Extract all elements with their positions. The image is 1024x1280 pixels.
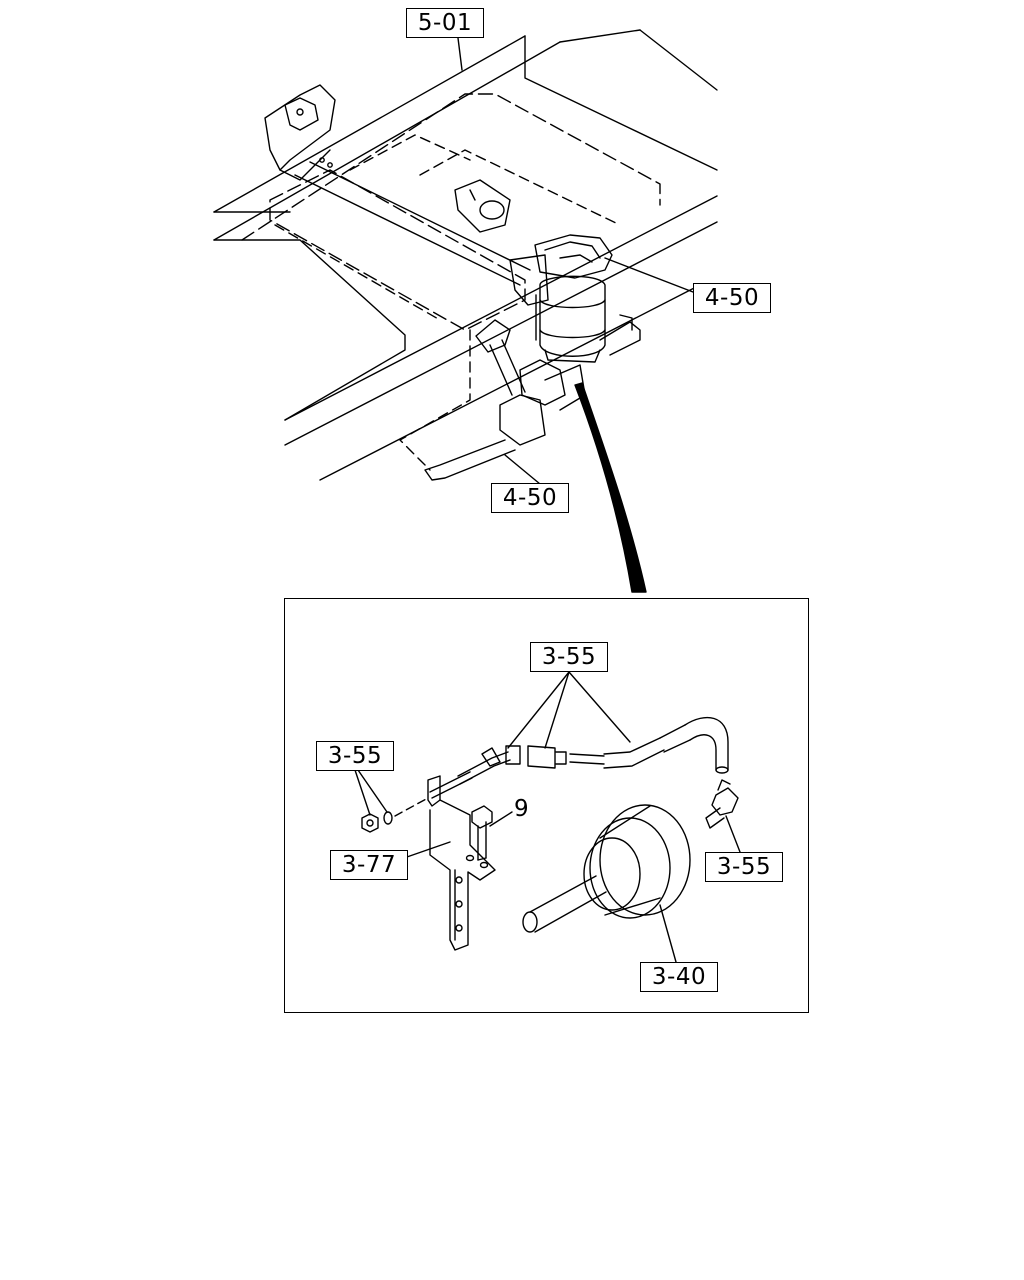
brake-chamber	[522, 804, 691, 933]
elbow-callout-label[interactable]: 3-55	[705, 852, 783, 882]
lower-callout-label[interactable]: 4-50	[491, 483, 569, 513]
connector-stud	[429, 771, 473, 799]
lower-leader-line	[504, 454, 541, 485]
air-spring-assembly	[509, 234, 613, 363]
bracket-callout-label[interactable]: 3-77	[330, 850, 408, 880]
nut-washer-callout-label[interactable]: 3-55	[316, 741, 394, 771]
frame-leader-line	[457, 37, 463, 71]
nut-leader-line	[354, 769, 371, 816]
bolt-leader-line	[489, 811, 513, 827]
air-hose-line	[457, 716, 729, 785]
fitting-leader-line-2	[544, 671, 570, 749]
bolt	[471, 805, 493, 861]
detail-pointer-wedge	[574, 382, 647, 593]
chamber-callout-label[interactable]: 3-40	[640, 962, 718, 992]
detail-view-frame	[284, 598, 809, 1013]
chassis-frame	[213, 29, 718, 481]
washer-leader-line	[357, 769, 388, 813]
frame-callout-label[interactable]: 5-01	[406, 8, 484, 38]
air-spring-callout-label[interactable]: 4-50	[693, 283, 771, 313]
air-spring-leader-line	[604, 257, 694, 293]
fitting-leader-line-1	[507, 671, 570, 749]
rear-hanger-bracket	[264, 84, 336, 181]
axle-housing	[454, 179, 511, 233]
mounting-bracket	[427, 775, 496, 951]
fitting-leader-line-3	[568, 671, 631, 743]
bolt-number-label[interactable]: 9	[514, 796, 529, 822]
elbow-fitting	[705, 779, 739, 829]
elbow-leader-line	[725, 815, 741, 853]
chamber-leader-line	[659, 904, 677, 963]
leveling-valve-assembly	[424, 314, 641, 481]
bracket-leader-line	[403, 841, 451, 859]
fittings-top-callout-label[interactable]: 3-55	[530, 642, 608, 672]
